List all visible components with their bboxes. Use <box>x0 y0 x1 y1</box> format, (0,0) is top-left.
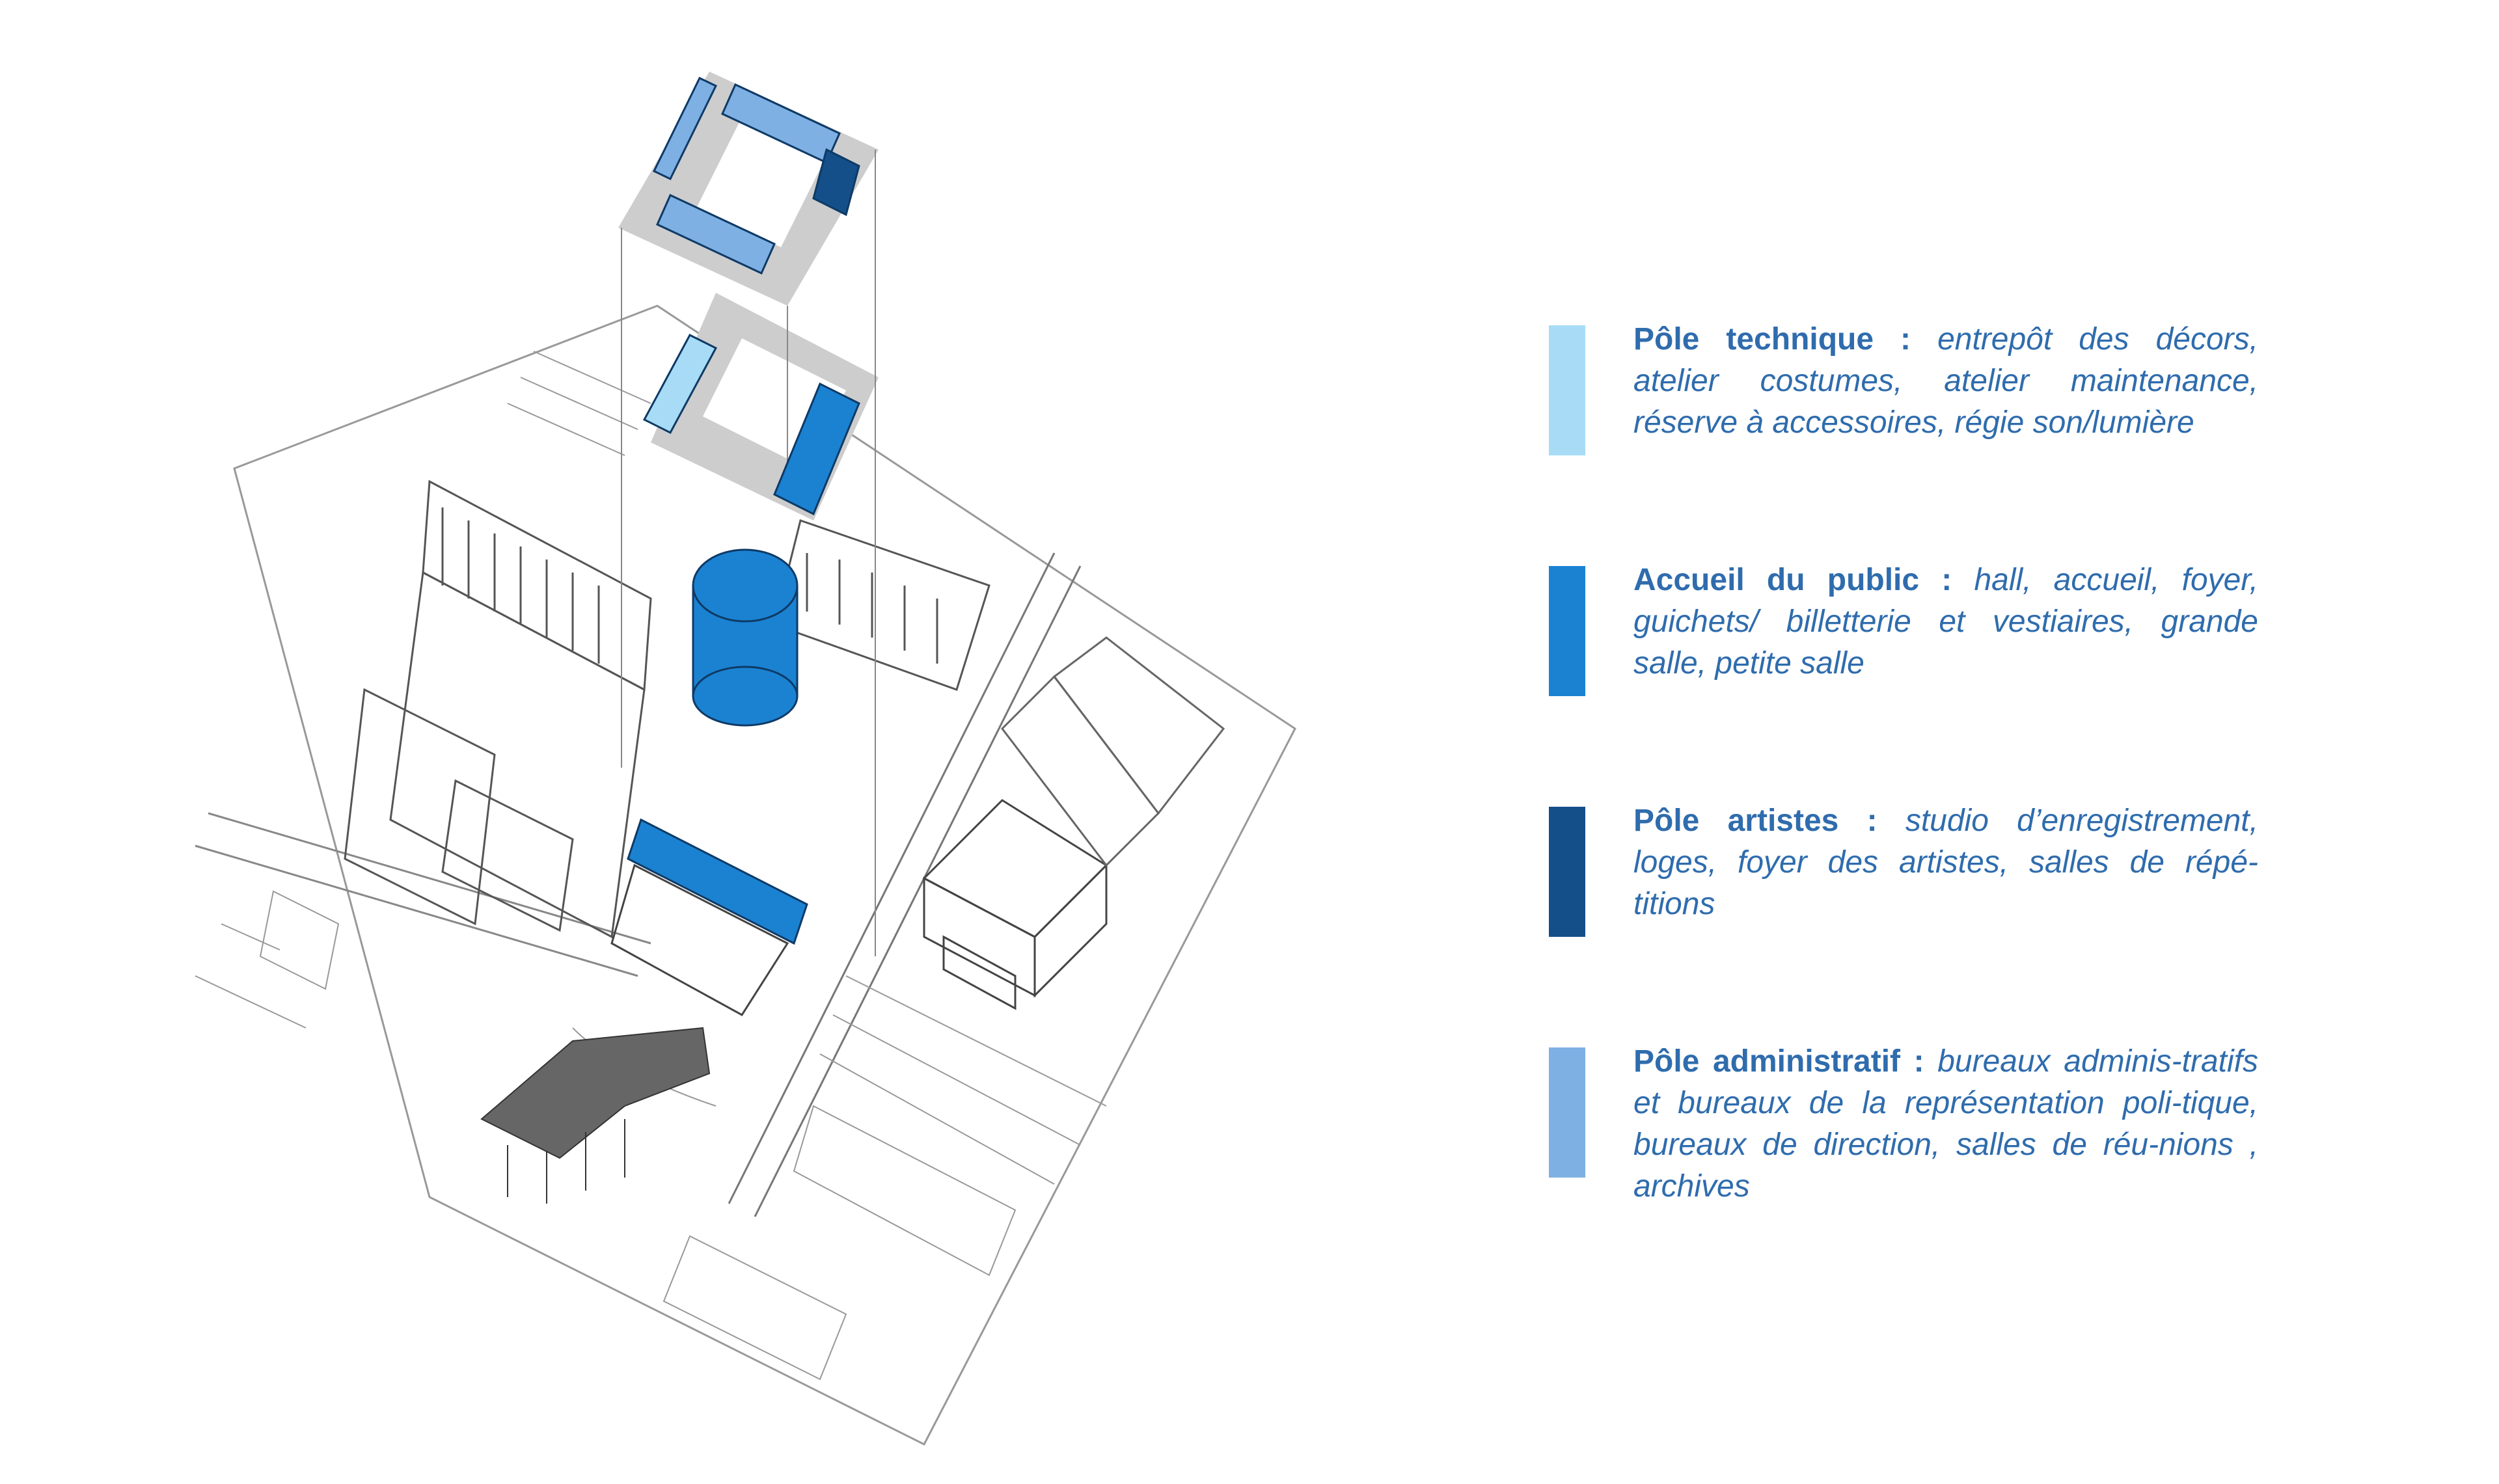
legend-item-pole-artistes: Pôle artistes : studio d’enregistrement,… <box>1549 800 2258 937</box>
stage-block <box>627 818 808 945</box>
admin-volume-3 <box>656 193 776 275</box>
legend-title: Accueil du public : <box>1633 563 1952 597</box>
legend-item-pole-technique: Pôle technique : entrepôt des décors, at… <box>1549 319 2258 455</box>
legend-title: Pôle administratif : <box>1633 1044 1924 1079</box>
legend-item-accueil-public: Accueil du public : hall, accueil, foyer… <box>1549 560 2258 696</box>
right-building <box>773 519 990 691</box>
legend-text: Pôle administratif : bureaux adminis-tra… <box>1633 1041 2258 1207</box>
main-street <box>728 552 1082 1217</box>
artistes-volume <box>812 148 860 217</box>
admin-volume-1 <box>652 77 718 180</box>
legend-description: entrepôt des décors, atelier costumes, a… <box>1633 322 2258 440</box>
upper-right-building <box>1001 636 1225 867</box>
legend-description: hall, accueil, foyer, guichets/ billette… <box>1633 563 2259 681</box>
legend-text: Pôle technique : entrepôt des décors, at… <box>1633 319 2258 444</box>
site-outline <box>233 304 1296 1446</box>
legend: Pôle technique : entrepôt des décors, at… <box>1549 319 2258 1282</box>
legend-description: bureaux adminis-tratifs et bureaux de la… <box>1633 1044 2258 1204</box>
swatch-pole-administratif <box>1549 1047 1585 1178</box>
legend-description: studio d’enregistrement, loges, foyer de… <box>1633 803 2258 921</box>
swatch-accueil-public <box>1549 566 1585 696</box>
accueil-volume-1 <box>773 382 860 516</box>
cross-street <box>195 812 651 977</box>
technique-volume <box>642 334 718 434</box>
legend-text: Accueil du public : hall, accueil, foyer… <box>1633 560 2258 684</box>
axonometric-site-drawing <box>195 72 1296 1446</box>
swatch-pole-technique <box>1549 325 1585 455</box>
legend-text: Pôle artistes : studio d’enregistrement,… <box>1633 800 2258 925</box>
programme-volumes <box>610 77 860 1016</box>
swatch-pole-artistes <box>1549 807 1585 937</box>
left-building-block <box>344 479 652 939</box>
legend-title: Pôle technique : <box>1633 322 1911 357</box>
pavilion-roof <box>480 1027 711 1204</box>
legend-item-pole-administratif: Pôle administratif : bureaux adminis-tra… <box>1549 1041 2258 1204</box>
cube-building <box>922 799 1108 1010</box>
legend-title: Pôle artistes : <box>1633 803 1878 838</box>
